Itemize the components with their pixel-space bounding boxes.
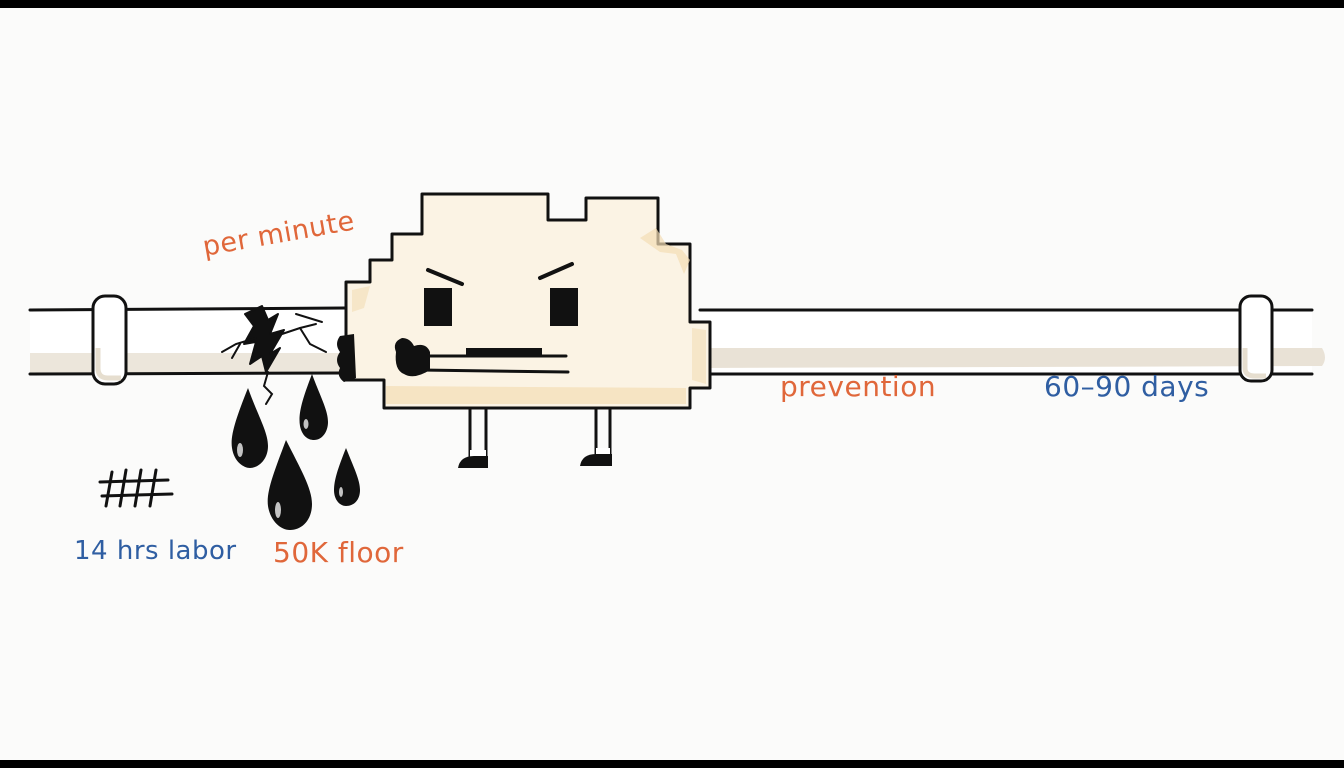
tally-marks-icon: [98, 468, 174, 508]
blob-character-icon: [337, 192, 712, 468]
prevention-label: prevention: [780, 370, 937, 403]
right-pipe: [698, 294, 1325, 383]
broken-pipe-icon: [221, 305, 327, 405]
illustration-canvas: per minute prevention 60–90 days 14 hrs …: [0, 8, 1344, 760]
duration-label: 60–90 days: [1044, 370, 1210, 403]
drop-highlights: [237, 419, 343, 518]
left-pipe: [28, 294, 347, 386]
labor-hours-label: 14 hrs labor: [74, 536, 237, 566]
water-drop-icon: [231, 374, 360, 530]
pipe-scene: [28, 192, 1325, 530]
floor-cost-label: 50K floor: [273, 536, 404, 569]
